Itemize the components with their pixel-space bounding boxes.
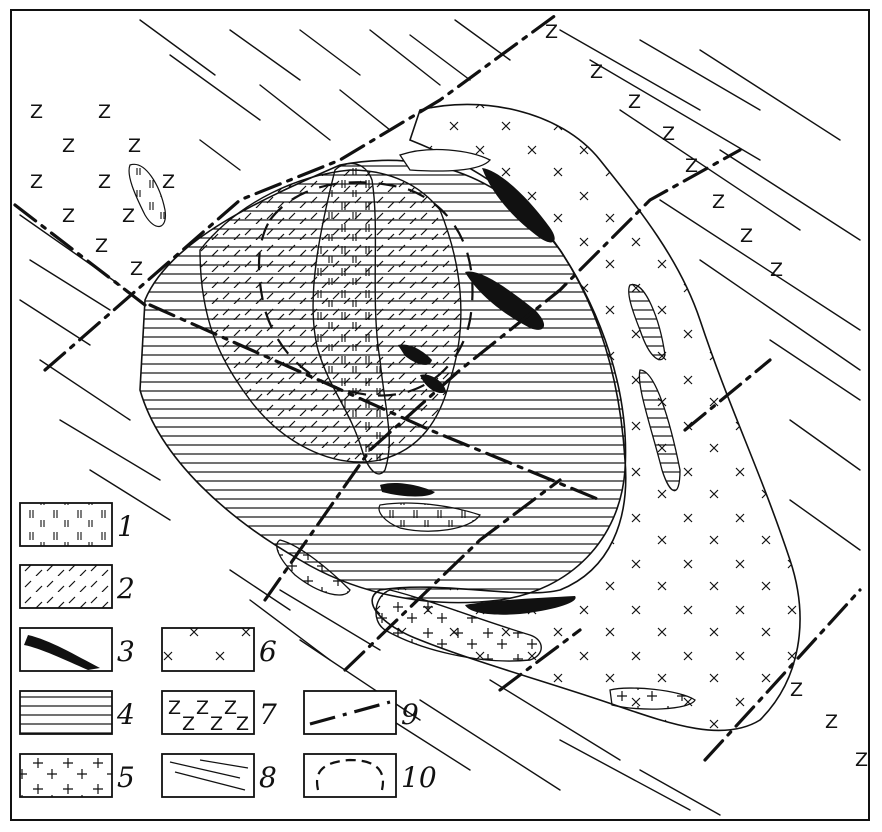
- svg-text:Z: Z: [825, 711, 838, 733]
- svg-text:Z: Z: [224, 697, 237, 719]
- svg-text:Z: Z: [128, 135, 141, 157]
- legend-number-5: 5: [117, 761, 135, 794]
- svg-text:Z: Z: [162, 171, 175, 193]
- svg-text:Z: Z: [62, 135, 75, 157]
- legend-item-5: 5: [19, 753, 135, 798]
- svg-text:Z: Z: [210, 713, 223, 735]
- legend-item-9: 9: [303, 690, 419, 735]
- unit-1-lens-northwest: [128, 163, 167, 227]
- svg-text:Z: Z: [740, 225, 753, 247]
- svg-text:Z: Z: [770, 259, 783, 281]
- svg-text:Z: Z: [130, 258, 143, 280]
- svg-text:Z: Z: [712, 191, 725, 213]
- unit-4-lens-east: [628, 284, 666, 361]
- svg-text:Z: Z: [628, 91, 641, 113]
- unit-4-lens-north: [398, 148, 492, 172]
- svg-text:Z: Z: [855, 749, 868, 771]
- svg-text:Z: Z: [62, 205, 75, 227]
- legend-item-2: 2: [19, 564, 135, 609]
- dashed-contour: [257, 181, 474, 397]
- legend-number-7: 7: [259, 698, 277, 731]
- svg-text:Z: Z: [685, 155, 698, 177]
- svg-text:Z: Z: [236, 713, 249, 735]
- legend-item-3: 3: [19, 627, 135, 672]
- legend-item-8: 8: [161, 753, 277, 798]
- map-frame: [10, 9, 870, 821]
- legend-item-6: 6: [161, 627, 277, 672]
- svg-text:Z: Z: [590, 61, 603, 83]
- legend-number-8: 8: [259, 761, 277, 794]
- host-rock-foliation: [19, 19, 861, 816]
- unit-5-lens-west: [276, 539, 351, 596]
- z-field-northwest: Z Z Z Z Z Z Z Z Z Z Z: [30, 101, 175, 280]
- fault-lines: [13, 10, 862, 762]
- legend-item-7: Z Z Z Z Z Z 7: [161, 690, 277, 735]
- svg-text:Z: Z: [182, 713, 195, 735]
- svg-text:Z: Z: [662, 123, 675, 145]
- legend-item-4: 4: [19, 690, 135, 735]
- svg-text:Z: Z: [30, 101, 43, 123]
- unit-5-lens-east: [609, 687, 696, 710]
- svg-text:Z: Z: [30, 171, 43, 193]
- svg-text:Z: Z: [98, 171, 111, 193]
- unit-1-central: [312, 162, 390, 475]
- unit-6-mass: [371, 103, 801, 732]
- svg-text:Z: Z: [545, 21, 558, 43]
- unit-5-lens-south: [375, 589, 542, 662]
- legend-number-2: 2: [116, 572, 135, 605]
- svg-text:Z: Z: [122, 205, 135, 227]
- legend-item-1: 1: [19, 502, 135, 547]
- svg-text:Z: Z: [168, 697, 181, 719]
- unit-4-lens-southeast: [638, 369, 681, 492]
- legend-item-10: 10: [303, 753, 437, 798]
- svg-text:Z: Z: [790, 679, 803, 701]
- unit-1-lens-south: [378, 502, 481, 532]
- svg-text:Z: Z: [196, 697, 209, 719]
- svg-text:Z: Z: [98, 101, 111, 123]
- z-field-southeast: Z Z Z: [790, 679, 868, 771]
- legend: 1 2 3 4 5 6 Z Z: [19, 502, 437, 798]
- legend-number-9: 9: [401, 698, 419, 731]
- legend-number-4: 4: [116, 698, 135, 731]
- legend-number-10: 10: [401, 761, 437, 794]
- legend-number-6: 6: [259, 635, 277, 668]
- z-field-northeast: Z Z Z Z Z Z Z Z: [545, 21, 783, 281]
- legend-number-1: 1: [117, 510, 135, 543]
- svg-text:Z: Z: [95, 235, 108, 257]
- unit-3-bands: [380, 168, 576, 615]
- legend-number-3: 3: [117, 635, 135, 668]
